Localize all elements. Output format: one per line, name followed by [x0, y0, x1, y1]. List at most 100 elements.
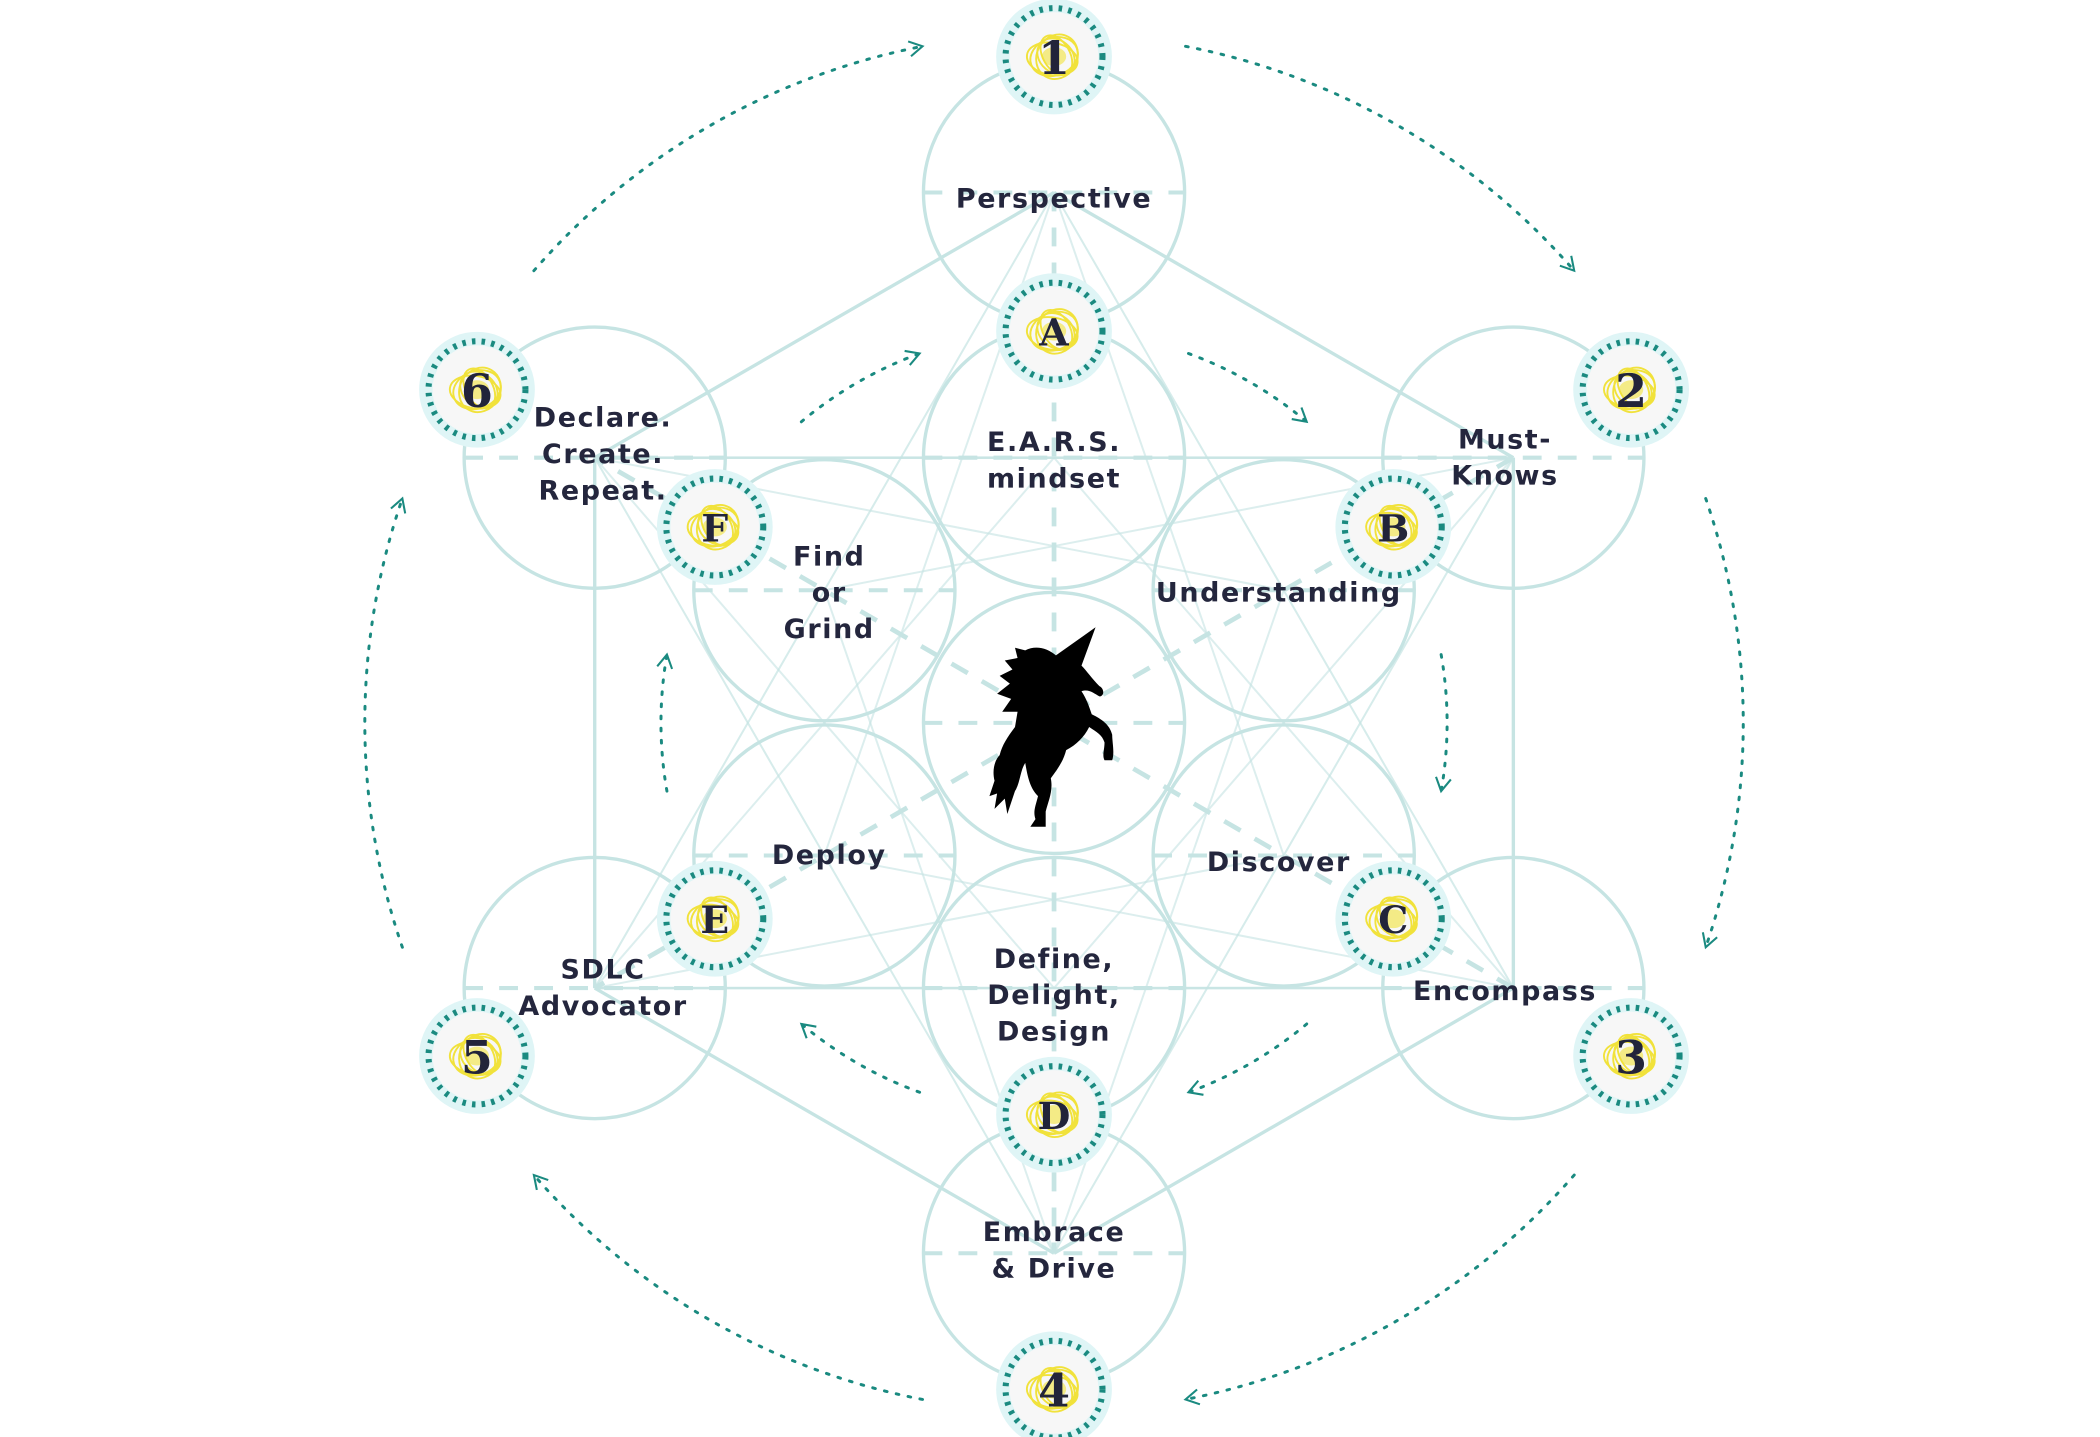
badge-tick-ring: [1579, 1004, 1683, 1108]
badge-tick-ring: [1002, 1063, 1106, 1167]
badge-tick-ring: [1341, 867, 1445, 971]
scribble-icon: [1603, 1033, 1656, 1080]
scribble-icon: [1365, 504, 1419, 551]
hexagon-edge: [593, 191, 1055, 460]
geometry-circle: [462, 325, 727, 590]
hexagon-edge: [1053, 191, 1515, 460]
badge-tick-ring: [425, 338, 529, 442]
step-badge-C: C: [1335, 860, 1452, 977]
badge-label: E: [700, 898, 729, 942]
label-must-knows: Knows: [1451, 461, 1558, 492]
badge-label: 1: [1038, 31, 1070, 85]
outer-flow-arrow: [1184, 44, 1576, 273]
step-badges: 1 2 3 4 5 6 A B C D E F: [419, 0, 1689, 1437]
scribble-icon: [448, 1033, 502, 1080]
label-sdlc-advocator: Advocator: [518, 991, 687, 1022]
scribble-icon: [686, 895, 740, 943]
hexagon-edge: [593, 986, 1055, 1255]
scribble-icon: [1365, 895, 1419, 943]
geometry-circle: [1381, 855, 1646, 1121]
scribble-icon: [686, 504, 740, 551]
label-define-delight-design: Define,: [994, 944, 1114, 975]
star-edge: [593, 191, 1055, 989]
inner-flow-arrow: [799, 349, 922, 424]
outer-flow-arrow: [532, 1173, 925, 1401]
label-discover: Discover: [1207, 847, 1351, 878]
badge-tick-ring: [1002, 5, 1106, 109]
badge-tick-ring: [425, 1004, 529, 1108]
inner-flow-arrow: [799, 1022, 922, 1094]
outer-flow-arrow: [1183, 1173, 1576, 1406]
step-badge-D: D: [996, 1056, 1112, 1173]
label-perspective: Perspective: [956, 183, 1152, 214]
label-embrace-drive: & Drive: [992, 1253, 1117, 1284]
geometry-circle: [1151, 458, 1416, 723]
geometry-circle: [1151, 723, 1416, 988]
label-ears-mindset: mindset: [987, 463, 1121, 494]
outer-flow-arrow: [363, 496, 407, 949]
scribble-icon: [1025, 33, 1079, 80]
step-badge-6: 6: [419, 331, 535, 448]
label-find-or-grind: Grind: [784, 614, 875, 645]
scribble-icon: [448, 366, 502, 414]
geometry-circle: [692, 723, 957, 988]
badge-label: 3: [1615, 1030, 1647, 1084]
outer-flow-arrow: [1701, 497, 1745, 950]
badge-label: A: [1038, 310, 1069, 354]
badge-tick-ring: [1002, 1337, 1106, 1437]
flow-arrows: [363, 40, 1745, 1406]
label-encompass: Encompass: [1413, 976, 1597, 1007]
geometry-circle: [692, 458, 957, 723]
step-badge-1: 1: [996, 0, 1112, 115]
label-must-knows: Must-: [1458, 424, 1552, 455]
geometry-circle: [921, 590, 1187, 856]
badge-label: F: [701, 506, 728, 550]
badge-label: C: [1378, 898, 1408, 942]
step-badge-2: 2: [1573, 331, 1689, 448]
inner-flow-arrow: [1186, 352, 1309, 424]
step-badge-5: 5: [419, 998, 535, 1114]
badge-tick-ring: [1002, 279, 1106, 383]
outer-flow-arrow: [532, 40, 925, 273]
scribble-icon: [1025, 1091, 1079, 1138]
badge-tick-ring: [1579, 338, 1683, 442]
label-ears-mindset: E.A.R.S.: [987, 427, 1121, 458]
label-declare-create-repeat: Declare.: [534, 403, 673, 434]
step-badge-A: A: [996, 273, 1112, 390]
label-declare-create-repeat: Create.: [542, 439, 664, 470]
star-edge: [593, 457, 1055, 1254]
label-define-delight-design: Design: [997, 1017, 1111, 1048]
badge-label: 5: [461, 1030, 493, 1084]
scribble-icon: [1603, 366, 1656, 414]
label-deploy: Deploy: [772, 840, 887, 871]
step-badge-B: B: [1335, 469, 1452, 585]
label-sdlc-advocator: SDLC: [561, 955, 646, 986]
badge-label: 6: [461, 364, 493, 418]
step-badge-4: 4: [996, 1331, 1112, 1437]
badge-label: B: [1377, 506, 1409, 550]
badge-tick-ring: [1341, 475, 1445, 579]
label-understanding: Understanding: [1156, 578, 1402, 609]
geometry-circle: [462, 855, 727, 1121]
badge-label: D: [1038, 1094, 1071, 1138]
badge-tick-ring: [663, 475, 767, 579]
step-badge-F: F: [656, 469, 773, 585]
scribble-icon: [1025, 308, 1079, 355]
step-badge-3: 3: [1573, 998, 1689, 1114]
inner-flow-arrow: [656, 652, 674, 793]
badge-label: 4: [1038, 1364, 1070, 1418]
inner-flow-arrow: [1186, 1022, 1309, 1096]
label-declare-create-repeat: Repeat.: [539, 475, 668, 506]
step-badge-E: E: [656, 860, 773, 977]
badge-label: 2: [1615, 364, 1647, 418]
scribble-icon: [1025, 1366, 1079, 1413]
geometry-circle: [1381, 325, 1646, 590]
inner-flow-arrow: [1435, 653, 1452, 794]
geometry-circles: [462, 60, 1646, 1386]
label-embrace-drive: Embrace: [983, 1217, 1126, 1248]
badge-tick-ring: [663, 867, 767, 971]
label-define-delight-design: Delight,: [987, 980, 1120, 1011]
label-find-or-grind: Find: [793, 541, 865, 572]
